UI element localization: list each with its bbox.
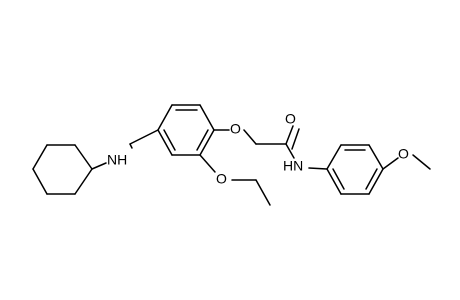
aromatic-bond [368,144,384,170]
amine-nh-label: NH [107,152,127,168]
amide-nh-label: HN [283,158,303,174]
aromatic-bond [157,104,173,131]
aromatic-inner-bond [163,129,176,151]
aryl-methoxy-o-bond [382,157,399,170]
aromatic-inner-bond [365,168,378,190]
ethoxy-ch2-ch3-bond [255,179,271,206]
aromatic-bond [326,168,342,195]
amide-n-aryl-bond [308,167,328,170]
carbonyl-oxygen-label: O [285,111,296,127]
aromatic-bond [368,168,384,195]
cyclohexyl-bond [32,168,48,195]
methoxy-oxygen-label: O [398,146,409,162]
ethoxy-oxygen-label: O [216,171,227,187]
aromatic-bond [157,129,173,156]
amine-linker [91,129,159,170]
carbonyl-double-bond-inner [291,128,300,150]
central-benzene-ring [157,104,215,156]
ch2-aryl-bond [129,129,159,145]
cyclohexyl-nh-bond [91,162,107,170]
methoxy-substituent [382,154,431,170]
cyclohexane-ring [32,144,93,195]
aromatic-bond [326,144,342,170]
aryl-ethoxy-o-bond [199,154,216,173]
aromatic-inner-bond [196,129,209,151]
aromatic-bond [199,104,215,131]
carbonyl-double-bond-outer [285,125,294,145]
oxyacetamide-chain [213,125,328,170]
cyclohexyl-bond [74,168,93,195]
cyclohexyl-bond [32,144,48,170]
aromatic-inner-bond [332,168,345,190]
ethoxy-substituent [199,154,271,206]
methoxyphenyl-ring [326,144,384,195]
cyclohexyl-bond [74,144,93,170]
ether-oxygen-label: O [230,121,241,137]
carbonyl-amide-n-bond [285,143,295,159]
methoxy-o-ch3-bond [412,154,431,170]
aromatic-bond [199,129,215,156]
ether-o-ch2-bond [243,129,257,145]
